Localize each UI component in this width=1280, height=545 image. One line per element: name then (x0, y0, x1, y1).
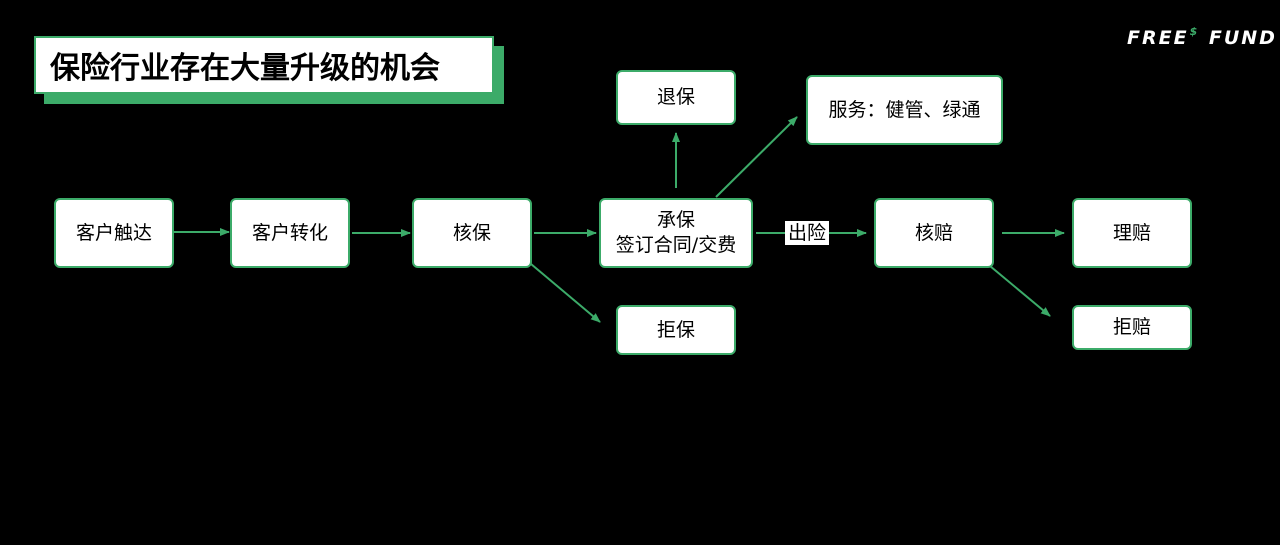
node-underwriting-check-label: 核保 (452, 221, 491, 244)
node-customer-conversion-label: 客户转化 (251, 221, 328, 244)
node-rejection-label: 拒保 (656, 318, 695, 341)
node-customer-conversion: 客户转化 (230, 198, 350, 268)
node-underwriting-line1: 承保 (656, 209, 695, 232)
node-underwriting: 承保 签订合同/交费 (599, 198, 753, 268)
node-surrender-label: 退保 (656, 86, 695, 109)
node-claim-rejection: 拒赔 (1072, 305, 1192, 350)
node-claim-settlement-label: 理赔 (1112, 221, 1151, 244)
node-service: 服务：健管、绿通 (806, 75, 1003, 145)
page-title: 保险行业存在大量升级的机会 (34, 36, 494, 94)
edge-label-risk-event: 出险 (785, 221, 830, 245)
brand-logo-right: FUND (1208, 27, 1277, 49)
node-surrender: 退保 (616, 70, 736, 125)
node-claim-check-label: 核赔 (914, 221, 953, 244)
node-claim-check: 核赔 (874, 198, 994, 268)
node-underwriting-check: 核保 (412, 198, 532, 268)
arrow-check-to-reject (530, 263, 601, 323)
arrow-underwrite-to-service (715, 116, 798, 198)
arrow-claim-check-to-claim-reject (989, 265, 1051, 317)
node-claim-settlement: 理赔 (1072, 198, 1192, 268)
node-rejection: 拒保 (616, 305, 736, 355)
node-claim-rejection-label: 拒赔 (1112, 316, 1151, 339)
node-customer-reach-label: 客户触达 (75, 221, 152, 244)
dollar-icon: $ (1189, 25, 1200, 38)
brand-logo: FREE$ FUND (1127, 25, 1277, 49)
node-service-label: 服务：健管、绿通 (828, 98, 981, 121)
node-customer-reach: 客户触达 (54, 198, 174, 268)
node-underwriting-line2: 签订合同/交费 (615, 234, 737, 256)
brand-logo-left: FREE (1127, 27, 1189, 49)
